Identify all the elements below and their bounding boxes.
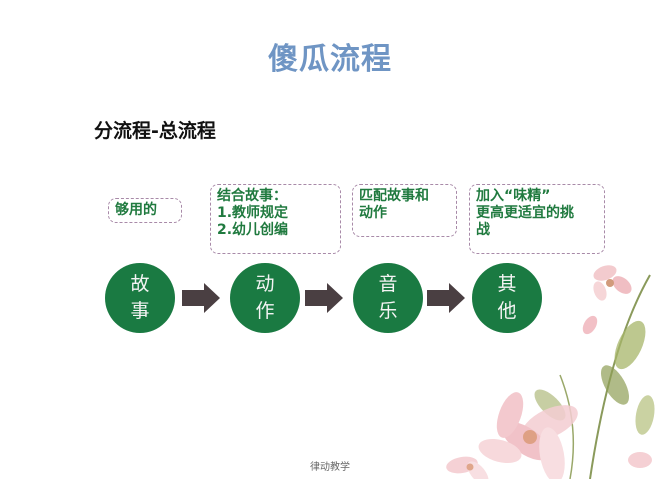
- arrow-right-icon: [182, 283, 220, 313]
- note-match-story: 匹配故事和 动作: [352, 184, 457, 237]
- step-char: 故: [130, 273, 150, 295]
- note-line: 动作: [359, 205, 387, 221]
- step-char: 音: [378, 273, 398, 295]
- note-story-actions: 结合故事： 1.教师规定 2.幼儿创编: [210, 184, 341, 254]
- step-char: 事: [130, 300, 150, 322]
- note-line: 战: [476, 222, 490, 238]
- step-music: 音 乐: [353, 263, 423, 333]
- step-story: 故 事: [105, 263, 175, 333]
- step-other: 其 他: [472, 263, 542, 333]
- step-action: 动 作: [230, 263, 300, 333]
- note-enough: 够用的: [108, 198, 182, 223]
- step-char: 动: [255, 273, 275, 295]
- step-char: 其: [497, 273, 517, 295]
- flower-decoration-icon: [446, 265, 655, 479]
- note-add-flavor: 加入“味精” 更高更适宜的挑 战: [469, 184, 605, 254]
- arrow-right-icon: [305, 283, 343, 313]
- note-line: 够用的: [115, 202, 157, 218]
- step-char: 乐: [378, 300, 398, 322]
- step-char: 作: [255, 300, 275, 322]
- note-line: 更高更适宜的挑: [476, 205, 574, 221]
- slide-subtitle: 分流程-总流程: [94, 120, 216, 142]
- note-line: 1.教师规定: [217, 205, 289, 221]
- footer-text: 律动教学: [310, 462, 350, 473]
- step-char: 他: [497, 300, 517, 322]
- note-line: 2.幼儿创编: [217, 222, 289, 238]
- arrow-right-icon: [427, 283, 465, 313]
- note-line: 结合故事：: [217, 188, 287, 204]
- note-line: 匹配故事和: [359, 188, 429, 204]
- slide-title: 傻瓜流程: [268, 42, 392, 77]
- note-line: 加入“味精”: [476, 188, 551, 204]
